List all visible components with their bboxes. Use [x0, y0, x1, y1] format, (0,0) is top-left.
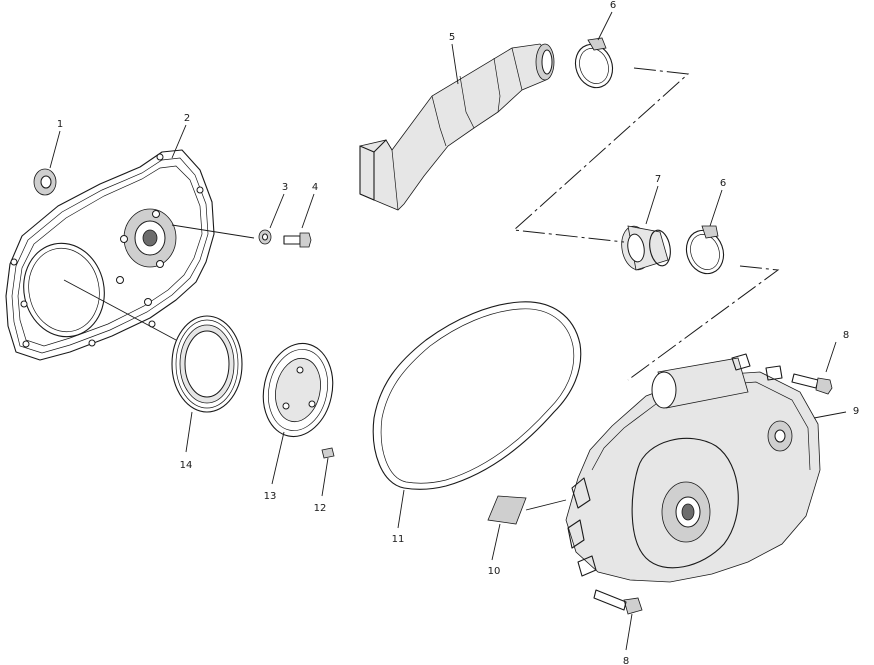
part-8-bolt-upper — [791, 341, 837, 395]
part-6-clamp-upper — [574, 11, 614, 89]
part-13-cover-plate — [262, 342, 334, 485]
callout-4: 4 — [312, 182, 318, 193]
callout-9: 9 — [853, 406, 859, 417]
part-12-screw — [321, 447, 335, 497]
part-4-bolt — [283, 193, 315, 248]
callout-1: 1 — [57, 119, 63, 130]
callout-6-upper: 6 — [610, 0, 616, 11]
callout-14: 14 — [180, 460, 193, 471]
part-3-washer — [258, 193, 285, 245]
part-9-outer-cover — [565, 353, 847, 583]
callout-8-upper: 8 — [843, 330, 849, 341]
callout-6-lower: 6 — [720, 178, 726, 189]
callout-13: 13 — [264, 491, 277, 502]
part-14-seal-ring — [171, 315, 243, 453]
part-2-inner-cover — [5, 124, 255, 361]
callout-11: 11 — [392, 534, 405, 545]
part-8-bolt-lower — [593, 589, 643, 651]
callout-3: 3 — [282, 182, 288, 193]
callout-10: 10 — [488, 566, 501, 577]
callout-5: 5 — [449, 32, 455, 43]
callout-8-lower: 8 — [623, 656, 629, 665]
part-7-boot — [621, 185, 671, 271]
part-11-drive-belt — [372, 301, 582, 529]
assembly-center-lines — [512, 67, 780, 381]
part-1-seal — [33, 130, 61, 196]
callout-2: 2 — [184, 113, 190, 124]
callout-7: 7 — [655, 174, 661, 185]
part-10-decal — [487, 495, 567, 561]
callout-12: 12 — [314, 503, 327, 514]
part-6-clamp-lower — [685, 189, 725, 275]
part-5-air-duct — [359, 43, 555, 211]
